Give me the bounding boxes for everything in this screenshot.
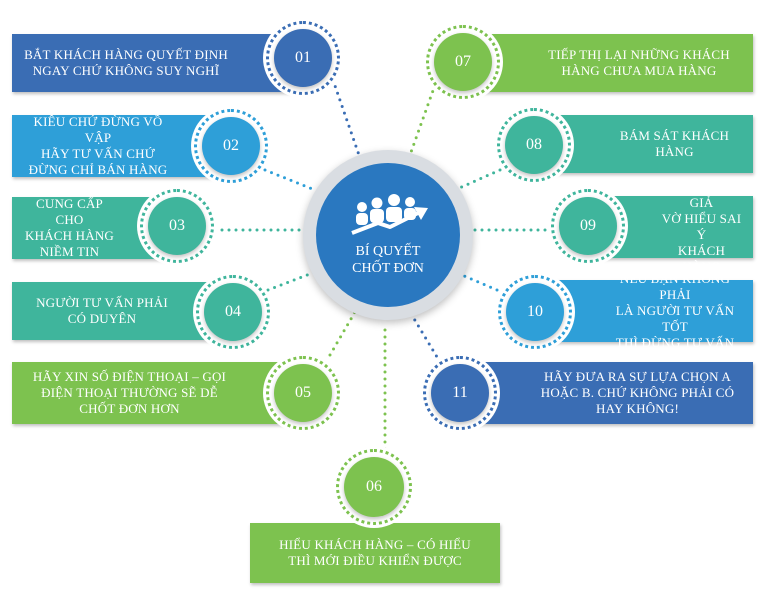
tip-number-01: 01 <box>274 29 332 87</box>
tip-badge-02: 02 <box>191 106 271 186</box>
center-hub-inner: BÍ QUYẾT CHỐT ĐƠN <box>316 163 460 307</box>
center-hub: BÍ QUYẾT CHỐT ĐƠN <box>303 150 473 320</box>
tip-banner-06: HIỂU KHÁCH HÀNG – CÓ HIỂU THÌ MỚI ĐIỀU K… <box>250 523 500 583</box>
tip-text-09: ĐỀ NGHỊ VÀ GIẢ VỜ HIỂU SAI Ý KHÁCH HÀNG <box>661 179 742 274</box>
tip-banner-01: BẮT KHÁCH HÀNG QUYẾT ĐỊNH NGAY CHỨ KHÔNG… <box>12 34 290 92</box>
tip-banner-10: NẾU BẠN KHÔNG PHẢI LÀ NGƯỜI TƯ VẤN TỐT T… <box>549 271 753 350</box>
connector-11 <box>408 310 442 364</box>
connector-04 <box>266 270 317 292</box>
tip-number-08: 08 <box>505 116 563 174</box>
tip-text-05: HÃY XIN SỐ ĐIỆN THOẠI – GỌI ĐIỆN THOẠI T… <box>32 369 227 416</box>
tip-text-04: NGƯỜI TƯ VẤN PHẢI CÓ DUYÊN <box>36 295 168 326</box>
tip-badge-08: 08 <box>494 105 574 185</box>
tip-badge-01: 01 <box>263 18 343 98</box>
connector-08 <box>453 168 502 192</box>
tip-badge-04: 04 <box>193 272 273 352</box>
tip-number-05: 05 <box>274 364 332 422</box>
tip-number-02: 02 <box>202 117 260 175</box>
tip-banner-11: HÃY ĐƯA RA SỰ LỰA CHỌN A HOẶC B. CHỨ KHÔ… <box>474 362 753 424</box>
tip-text-08: BÁM SÁT KHÁCH HÀNG <box>619 128 730 159</box>
tip-badge-09: 09 <box>548 186 628 266</box>
tip-number-07: 07 <box>434 33 492 91</box>
tip-number-03: 03 <box>148 197 206 255</box>
tip-badge-05: 05 <box>263 353 343 433</box>
tip-text-03: CUNG CẤP CHO KHÁCH HÀNG NIỀM TIN <box>24 196 115 259</box>
tip-text-02: KIÊU CHỨ ĐỪNG VỒ VẬP HÃY TƯ VẤN CHỨ ĐỪNG… <box>28 114 168 177</box>
connector-02 <box>263 168 317 192</box>
connector-05 <box>328 310 357 357</box>
tip-badge-10: 10 <box>495 272 575 352</box>
tip-text-10: NẾU BẠN KHÔNG PHẢI LÀ NGƯỜI TƯ VẤN TỐT T… <box>615 271 735 350</box>
connector-07 <box>408 83 437 157</box>
tip-number-10: 10 <box>506 283 564 341</box>
tip-number-11: 11 <box>431 364 489 422</box>
tip-banner-09: ĐỀ NGHỊ VÀ GIẢ VỜ HIỂU SAI Ý KHÁCH HÀNG <box>602 179 753 274</box>
tip-text-07: TIẾP THỊ LẠI NHỮNG KHÁCH HÀNG CHƯA MUA H… <box>548 47 730 78</box>
tip-badge-11: 11 <box>420 353 500 433</box>
tip-banner-08: BÁM SÁT KHÁCH HÀNG <box>548 115 753 173</box>
tip-banner-07: TIẾP THỊ LẠI NHỮNG KHÁCH HÀNG CHƯA MUA H… <box>477 34 753 92</box>
rising-team-arrow-icon <box>351 194 428 235</box>
tip-text-11: HÃY ĐƯA RA SỰ LỰA CHỌN A HOẶC B. CHỨ KHÔ… <box>540 369 735 416</box>
tip-number-04: 04 <box>204 283 262 341</box>
tip-badge-03: 03 <box>137 186 217 266</box>
tip-number-06: 06 <box>344 457 404 517</box>
tip-text-06: HIỂU KHÁCH HÀNG – CÓ HIỂU THÌ MỚI ĐIỀU K… <box>279 537 471 568</box>
tip-badge-07: 07 <box>423 22 503 102</box>
tip-banner-05: HÃY XIN SỐ ĐIỆN THOẠI – GỌI ĐIỆN THOẠI T… <box>12 362 297 424</box>
tip-text-01: BẮT KHÁCH HÀNG QUYẾT ĐỊNH NGAY CHỨ KHÔNG… <box>24 47 228 78</box>
connector-10 <box>453 270 499 292</box>
tip-badge-06: 06 <box>333 446 415 528</box>
center-title: BÍ QUYẾT CHỐT ĐƠN <box>352 244 424 276</box>
connector-01 <box>331 78 362 160</box>
tip-number-09: 09 <box>559 197 617 255</box>
